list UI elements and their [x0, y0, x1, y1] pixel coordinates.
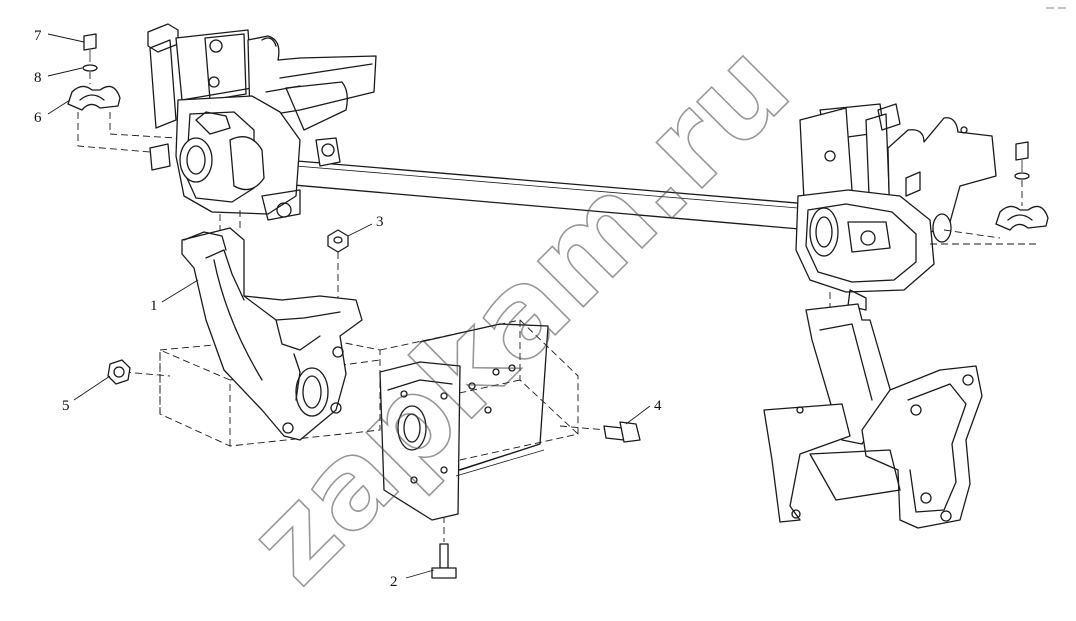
right-clamp-set	[995, 141, 1049, 231]
left-clamp-set	[67, 33, 121, 111]
right-upper-mount	[795, 103, 997, 311]
right-lower-bracket	[763, 303, 983, 529]
callout-6: 6	[34, 110, 42, 126]
callout-3: 3	[376, 214, 384, 230]
callout-1: 1	[150, 298, 158, 314]
callout-2: 2	[390, 574, 398, 590]
callout-4: 4	[654, 398, 662, 414]
nut-part-3	[327, 229, 349, 253]
left-upper-mount	[147, 23, 377, 221]
bracket-part-1	[181, 227, 363, 441]
callout-5: 5	[62, 398, 70, 414]
bolt-part-4	[603, 421, 641, 443]
left-bolt-head	[83, 33, 97, 51]
leader-lines	[47, 33, 651, 579]
callout-labels: 7 8 6 1 3 5 4 2	[34, 28, 662, 590]
callout-7: 7	[34, 28, 42, 44]
callout-8: 8	[34, 70, 42, 86]
nut-part-5	[107, 359, 131, 385]
bolt-part-2	[431, 543, 457, 579]
center-mount-plate	[379, 323, 549, 521]
